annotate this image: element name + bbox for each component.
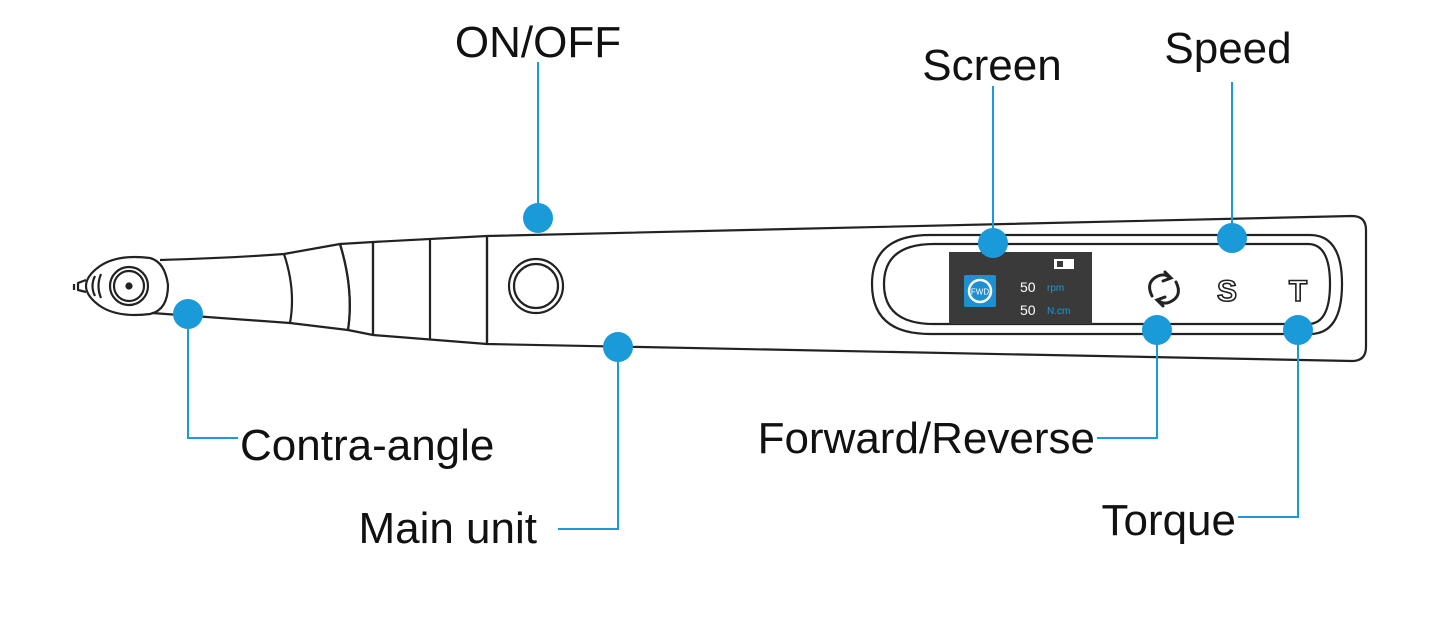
callout-lines (187, 62, 1299, 530)
torque-readout-unit: N.cm (1047, 306, 1070, 317)
speed-readout-value: 50 (1020, 279, 1036, 295)
on-off-dot (523, 203, 553, 233)
screen-display: FWD 50 rpm 50 N.cm (949, 252, 1092, 324)
torque-leader (1238, 330, 1299, 518)
fwd-mode-label: FWD (971, 288, 989, 297)
forward-reverse-leader (1097, 330, 1158, 439)
battery-icon (1054, 259, 1074, 269)
callout-dots (173, 203, 1313, 362)
main-unit-dot (603, 332, 633, 362)
forward-reverse-label: Forward/Reverse (758, 414, 1095, 463)
contra-angle-head (84, 255, 170, 317)
forward-reverse-dot (1142, 315, 1172, 345)
contra-angle-label: Contra-angle (240, 421, 494, 470)
torque-label: Torque (1101, 496, 1236, 545)
screen-dot (978, 228, 1008, 258)
speed-label: Speed (1164, 24, 1291, 73)
bur-tip (76, 278, 87, 294)
nose-cone (338, 240, 375, 337)
main-unit-body (485, 214, 1368, 363)
torque-readout-value: 50 (1020, 302, 1036, 318)
on-off-button (507, 257, 565, 315)
speed-readout-unit: rpm (1047, 283, 1064, 294)
main-unit-label: Main unit (358, 504, 537, 553)
torque-dot (1283, 315, 1313, 345)
main-unit-leader (558, 347, 619, 530)
speed-button-glyph: S (1217, 275, 1237, 308)
torque-button-glyph: T (1289, 275, 1307, 308)
contra-angle-dot (173, 299, 203, 329)
forward-reverse-icon (1148, 270, 1180, 308)
control-panel (870, 233, 1344, 336)
on-off-label: ON/OFF (455, 18, 621, 67)
contra-angle-leader (187, 314, 238, 439)
contra-angle-shank (151, 242, 351, 332)
handpiece (72, 214, 1368, 363)
speed-dot (1217, 223, 1247, 253)
screen-label: Screen (922, 41, 1061, 90)
fwd-mode-icon: FWD (964, 275, 996, 307)
